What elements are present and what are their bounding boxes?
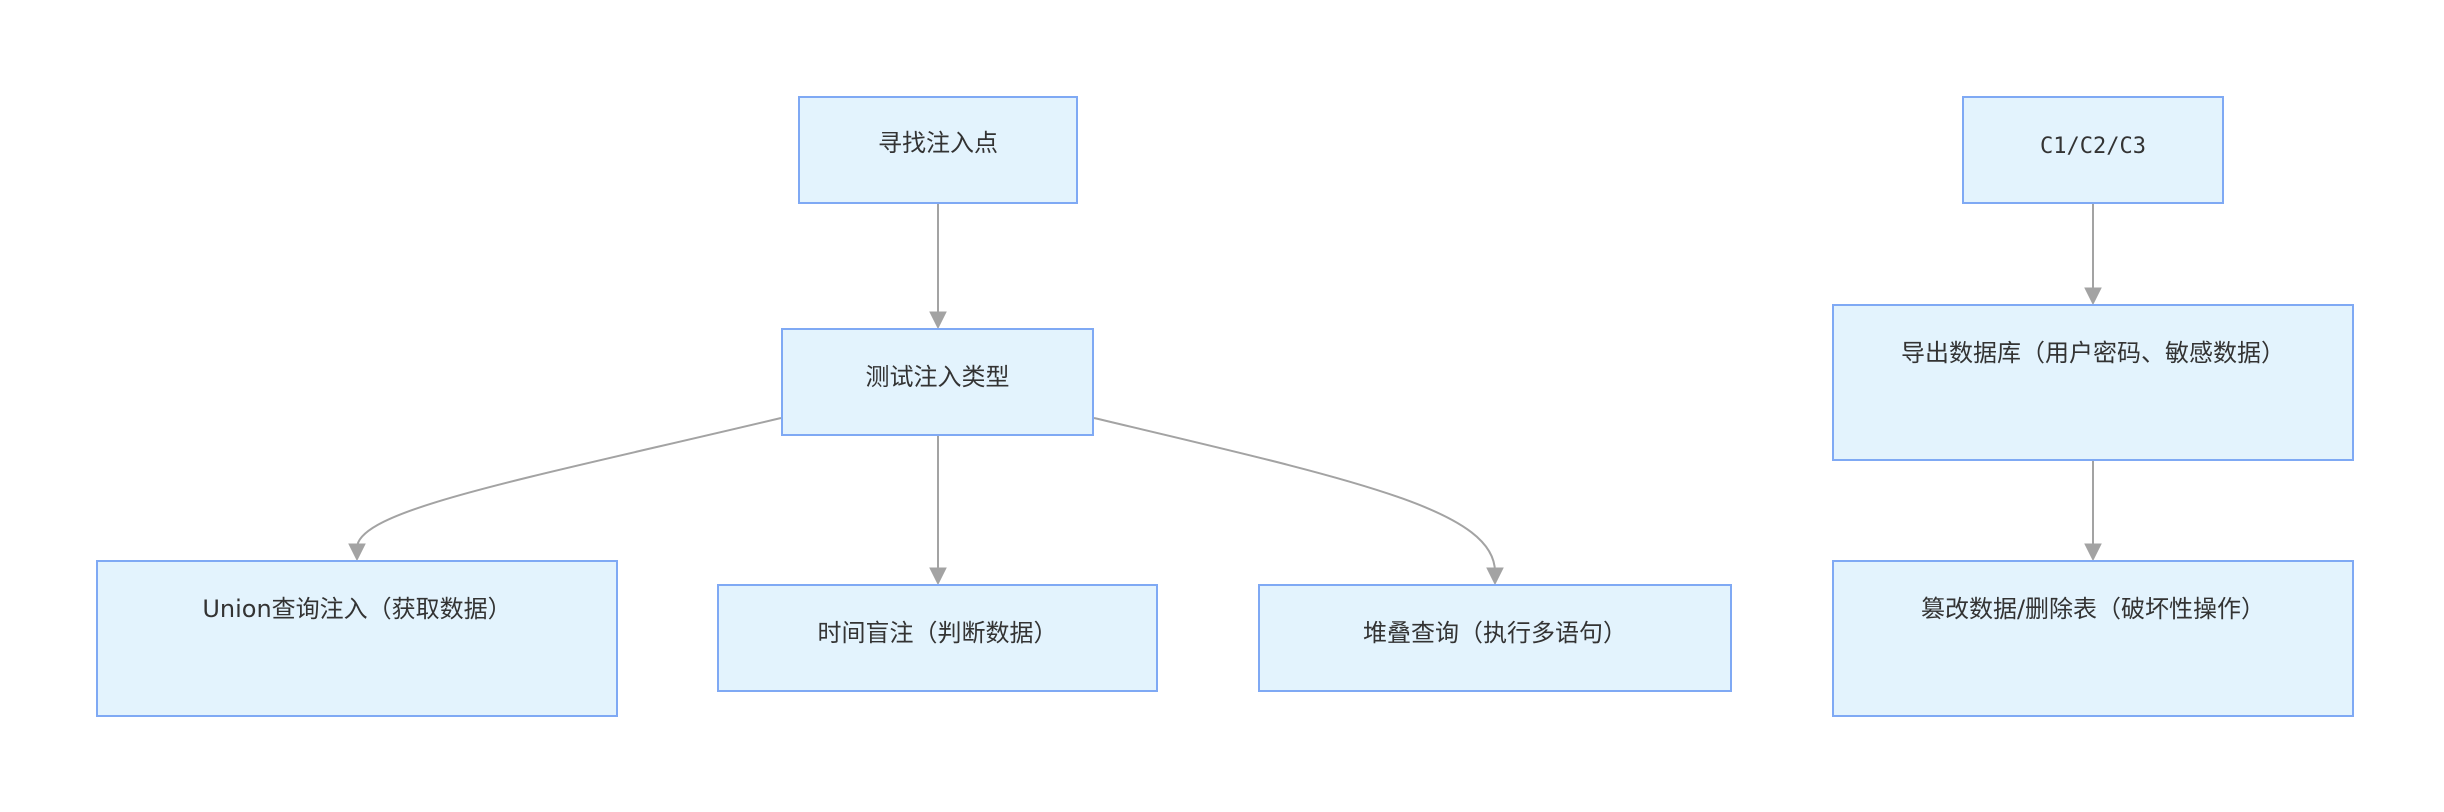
node-stacked-query: 堆叠查询（执行多语句） — [1258, 584, 1732, 692]
arrowhead-test-to-stacked — [1486, 567, 1504, 586]
arrowhead-find-to-test — [929, 311, 947, 330]
node-export-database: 导出数据库（用户密码、敏感数据） — [1832, 304, 2354, 461]
arrowhead-test-to-time — [929, 567, 947, 586]
node-label-stacked-query: 堆叠查询（执行多语句） — [1363, 619, 1627, 647]
node-find-injection-point: 寻找注入点 — [798, 96, 1078, 204]
node-label-export-database: 导出数据库（用户密码、敏感数据） — [1901, 339, 2285, 367]
arrowhead-export-to-tamper — [2084, 543, 2102, 562]
node-label-union-injection: Union查询注入（获取数据） — [202, 595, 512, 623]
node-label-c1c2c3: C1/C2/C3 — [2040, 134, 2146, 159]
edge-test-to-union — [356, 417, 782, 549]
node-label-tamper-delete: 篡改数据/删除表（破坏性操作） — [1920, 595, 2266, 623]
node-time-blind: 时间盲注（判断数据） — [717, 584, 1158, 692]
node-label-find-injection-point: 寻找注入点 — [878, 129, 998, 157]
node-tamper-delete: 篡改数据/删除表（破坏性操作） — [1832, 560, 2354, 717]
arrowhead-c123-to-export — [2084, 287, 2102, 306]
node-union-injection: Union查询注入（获取数据） — [96, 560, 618, 717]
edge-test-to-stacked — [1093, 417, 1496, 573]
node-c1c2c3: C1/C2/C3 — [1962, 96, 2224, 204]
node-label-time-blind: 时间盲注（判断数据） — [817, 619, 1058, 647]
node-test-injection-type: 测试注入类型 — [781, 328, 1094, 436]
arrowhead-test-to-union — [348, 543, 366, 562]
node-label-test-injection-type: 测试注入类型 — [865, 363, 1010, 391]
